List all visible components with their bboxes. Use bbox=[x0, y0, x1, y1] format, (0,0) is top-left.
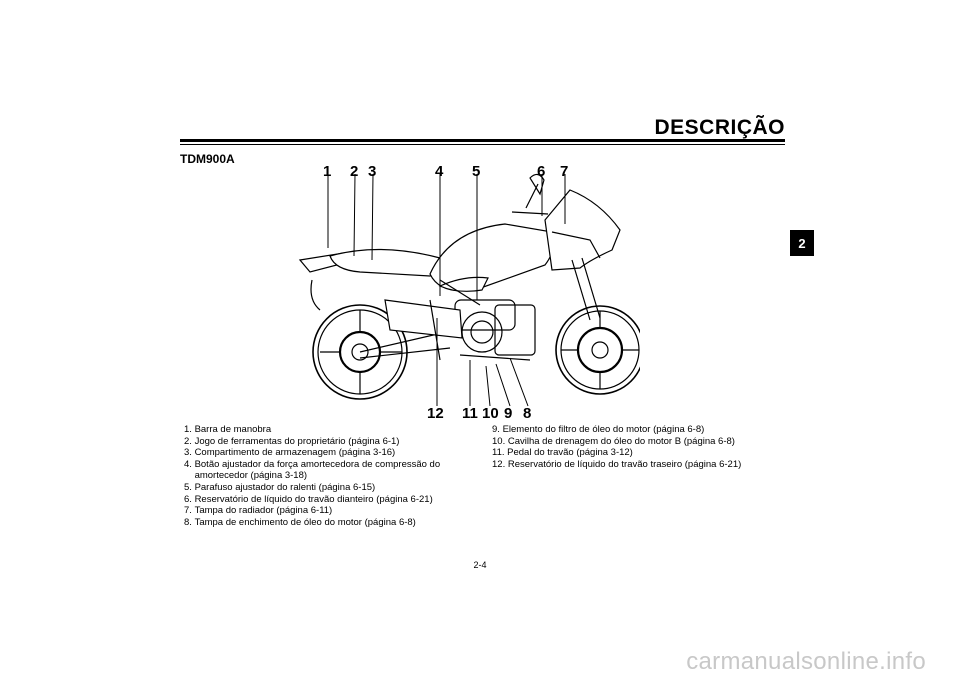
legend-item: 7. Tampa do radiador (página 6-11) bbox=[184, 505, 333, 517]
legend-item: 11. Pedal do travão (página 3-12) bbox=[492, 447, 633, 459]
title-rule bbox=[180, 139, 785, 142]
legend-item: 4. Botão ajustador da força amortecedora… bbox=[184, 458, 441, 482]
legend-item: 10. Cavilha de drenagem do óleo do motor… bbox=[492, 435, 735, 447]
callout-9: 9 bbox=[504, 405, 512, 422]
legend-item: 5. Parafuso ajustador do ralenti (página… bbox=[184, 481, 376, 493]
page-title: DESCRIÇÃO bbox=[654, 116, 785, 139]
engine bbox=[454, 299, 536, 361]
callout-3: 3 bbox=[368, 163, 376, 180]
legend-item: 12. Reservatório de líquido do travão tr… bbox=[492, 458, 742, 470]
callout-5: 5 bbox=[472, 163, 480, 180]
callout-10: 10 bbox=[482, 405, 499, 422]
callout-2: 2 bbox=[350, 163, 358, 180]
callouts-bottom: 12 11 10 9 8 bbox=[427, 405, 531, 422]
callout-1: 1 bbox=[323, 163, 331, 180]
title-rule-thin bbox=[180, 144, 785, 145]
model-label: TDM900A bbox=[180, 152, 235, 166]
callout-12: 12 bbox=[427, 405, 444, 422]
legend-left: 1. Barra de manobra 2. Jogo de ferrament… bbox=[184, 424, 464, 528]
callout-8: 8 bbox=[523, 405, 531, 422]
legend-right: 9. Elemento do filtro de óleo do motor (… bbox=[492, 424, 782, 470]
legend-item: 9. Elemento do filtro de óleo do motor (… bbox=[492, 424, 705, 435]
callout-7: 7 bbox=[560, 163, 568, 180]
legend-item: 3. Compartimento de armazenagem (página … bbox=[184, 447, 396, 459]
legend-item: 8. Tampa de enchimento de óleo do motor … bbox=[184, 516, 416, 528]
legend-item: 2. Jogo de ferramentas do proprietário (… bbox=[184, 435, 400, 447]
legend-item: 6. Reservatório de líquido do travão dia… bbox=[184, 493, 433, 505]
watermark[interactable]: carmanualsonline.info bbox=[686, 648, 926, 675]
callout-4: 4 bbox=[435, 163, 444, 180]
rear-wheel bbox=[312, 304, 408, 400]
chapter-tab[interactable]: 2 bbox=[790, 230, 814, 256]
page-number: 2-4 bbox=[473, 560, 487, 570]
motorcycle-illustration: 1 2 3 4 5 6 7 12 11 10 9 8 bbox=[298, 163, 640, 422]
legend-item: 1. Barra de manobra bbox=[184, 424, 272, 435]
callout-11: 11 bbox=[462, 405, 478, 422]
callout-6: 6 bbox=[537, 163, 545, 180]
front-wheel bbox=[555, 305, 640, 395]
callouts-top: 1 2 3 4 5 6 7 bbox=[323, 163, 568, 180]
